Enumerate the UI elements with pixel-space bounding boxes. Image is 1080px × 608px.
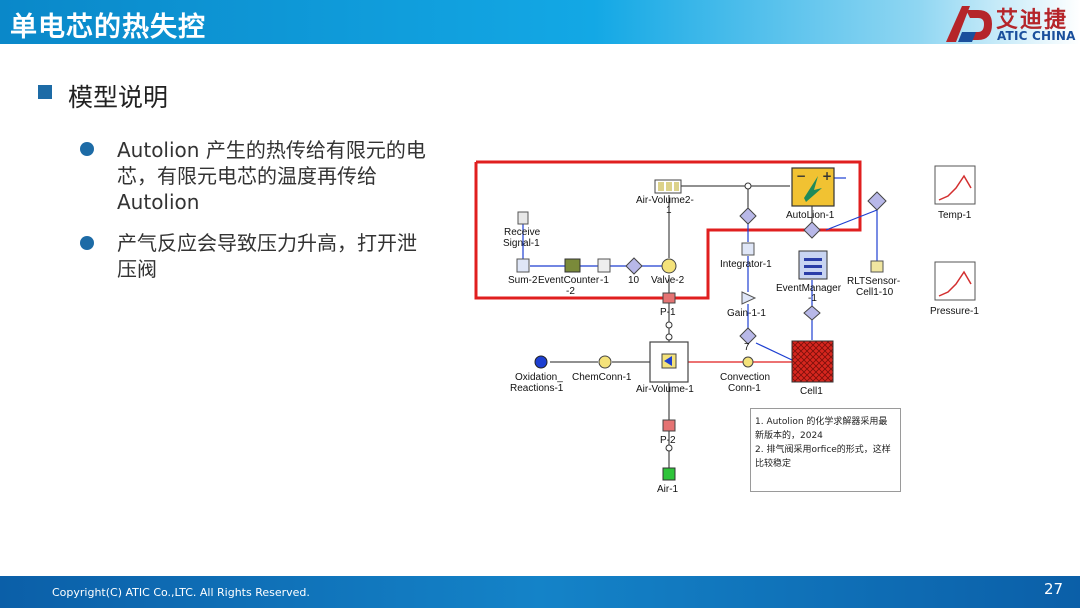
footer-bar: Copyright(C) ATIC Co.,LTC. All Rights Re… xyxy=(0,576,1080,608)
diamond-icon xyxy=(803,221,821,239)
label-oxidation-b: Reactions-1 xyxy=(510,383,564,394)
signal-wires xyxy=(522,177,878,361)
temp-plot-icon xyxy=(934,165,976,205)
diamond-icon xyxy=(803,305,821,321)
event-manager-block xyxy=(798,250,828,280)
label-rlt: RLTSensor- xyxy=(847,276,900,287)
sum-block xyxy=(516,258,530,273)
bullet-text-1: Autolion 产生的热传给有限元的电芯，有限元电芯的温度再传给Autolio… xyxy=(117,138,426,214)
note-text: 1. Autolion 的化学求解器采用最新版本的，2024 2. 排气阀采用o… xyxy=(755,417,891,469)
label-convection: Convection xyxy=(720,372,770,383)
math-block xyxy=(597,258,611,273)
junction-icon xyxy=(744,182,752,190)
label-temp: Temp-1 xyxy=(938,210,972,221)
label-chemconn: ChemConn-1 xyxy=(572,372,632,383)
bullet-dot-icon xyxy=(80,236,94,250)
label-p1: P-1 xyxy=(660,307,676,318)
label-cell1: Cell1 xyxy=(800,386,823,397)
label-ten: 10 xyxy=(628,275,640,286)
air1-block xyxy=(662,467,676,481)
integrator-block xyxy=(741,242,755,256)
label-integrator: Integrator-1 xyxy=(720,259,772,270)
junction-icon xyxy=(665,321,673,329)
label-air-volume2-b: 1 xyxy=(666,205,672,216)
logo-english-text: ATIC CHINA xyxy=(997,29,1076,43)
label-receive: Receive xyxy=(504,227,541,238)
square-bullet-icon xyxy=(38,85,52,99)
label-air-volume1: Air-Volume-1 xyxy=(636,384,694,395)
autolion-block: − + xyxy=(791,167,835,207)
chemconn-block xyxy=(598,355,612,369)
bullet-dot-icon xyxy=(80,142,94,156)
section-heading-text: 模型说明 xyxy=(68,83,169,112)
label-r1: -1 xyxy=(600,275,609,286)
pipe-p2-block xyxy=(662,419,676,432)
label-air1: Air-1 xyxy=(657,484,679,495)
copyright-text: Copyright(C) ATIC Co.,LTC. All Rights Re… xyxy=(52,586,310,599)
diamond-icon xyxy=(867,191,887,211)
air-volume1-block xyxy=(649,341,689,383)
slide-title: 单电芯的热失控 xyxy=(10,12,206,43)
bullet-text-2: 产气反应会导致压力升高，打开泄压阀 xyxy=(117,231,417,281)
svg-text:−: − xyxy=(796,169,806,183)
title-bar: 单电芯的热失控 xyxy=(0,0,1080,44)
label-rlt-b: Cell1-10 xyxy=(856,287,894,298)
diamond-icon xyxy=(739,327,757,345)
label-event-counter: EventCounter xyxy=(538,275,600,286)
highlight-outline xyxy=(474,160,862,300)
convection-block xyxy=(742,356,754,368)
label-event-manager: EventManager xyxy=(776,283,842,294)
label-sum2: Sum-2 xyxy=(508,275,538,286)
oxidation-block xyxy=(534,355,548,369)
junction-icon xyxy=(665,444,673,452)
gain-block xyxy=(741,291,757,305)
note-box: 1. Autolion 的化学求解器采用最新版本的，2024 2. 排气阀采用o… xyxy=(750,408,901,492)
label-gain: Gain-1-1 xyxy=(727,308,766,319)
label-event-manager-b: -1 xyxy=(808,293,817,304)
event-counter-block xyxy=(564,258,581,273)
diamond-icon xyxy=(625,257,643,275)
cell1-block xyxy=(791,340,834,383)
svg-text:+: + xyxy=(822,169,832,183)
air-volume2-block xyxy=(654,179,682,194)
label-event-counter-b: -2 xyxy=(566,286,575,297)
label-air-volume2: Air-Volume2- xyxy=(636,195,694,206)
label-receive-b: Signal-1 xyxy=(503,238,540,249)
wires xyxy=(550,185,813,470)
receive-signal-block xyxy=(517,211,529,225)
label-valve2: Valve-2 xyxy=(651,275,685,286)
valve-block xyxy=(661,258,677,274)
pressure-plot-icon xyxy=(934,261,976,301)
label-autolion: AutoLion-1 xyxy=(786,210,835,221)
rlt-sensor-block xyxy=(870,260,884,273)
atic-logo xyxy=(942,2,1078,46)
pipe-p1-block xyxy=(662,292,676,304)
label-seven: 7 xyxy=(744,342,750,353)
label-convection-b: Conn-1 xyxy=(728,383,761,394)
logo-chinese-text: 艾迪捷 xyxy=(996,8,1069,33)
model-diagram: Air-Volume2- 1 − + AutoLion-1 Receive Si… xyxy=(474,160,979,495)
logo-mark-icon xyxy=(946,6,992,42)
label-p2: P-2 xyxy=(660,435,676,446)
label-pressure: Pressure-1 xyxy=(930,306,979,317)
junction-icon xyxy=(665,333,673,341)
diamond-icon xyxy=(739,207,757,225)
page-number: 27 xyxy=(1044,580,1064,598)
label-oxidation: Oxidation_ xyxy=(515,372,563,383)
